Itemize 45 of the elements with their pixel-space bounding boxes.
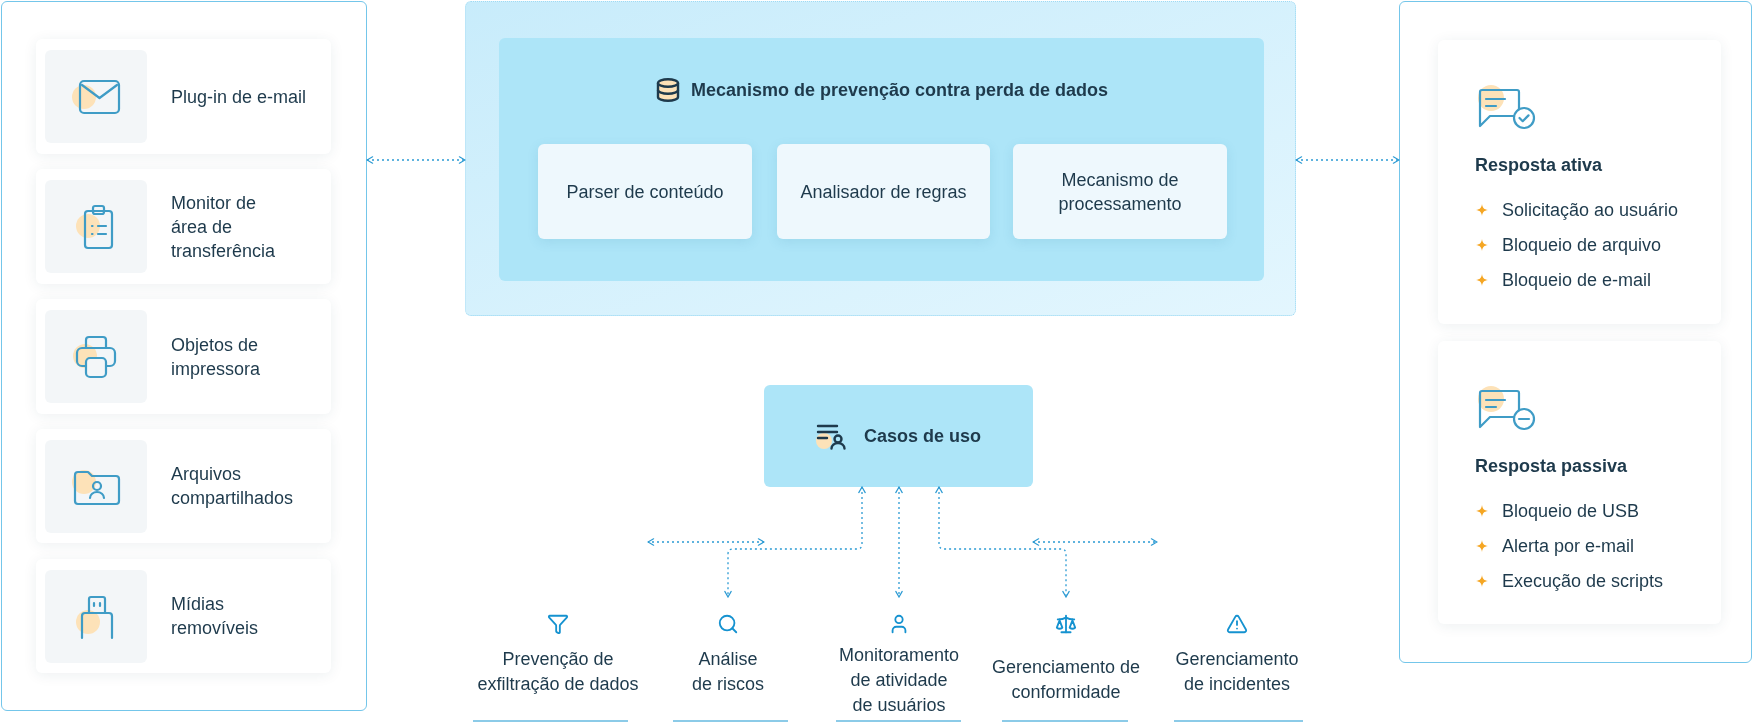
engine-panel bbox=[499, 38, 1264, 281]
source-label: Mídias removíveis bbox=[171, 593, 260, 640]
use-case-label: Prevenção de exfiltração de dados bbox=[477, 649, 639, 694]
use-case-label: Monitoramento de atividade de usuários bbox=[838, 645, 960, 715]
outlined-panel bbox=[1399, 1, 1752, 663]
highlight-panel bbox=[465, 1, 1296, 316]
source-card bbox=[36, 299, 331, 414]
source-card bbox=[36, 429, 331, 543]
connector-arrow bbox=[1295, 156, 1400, 164]
connector-arrow bbox=[366, 156, 466, 164]
use-case-box bbox=[764, 385, 1033, 487]
list-item-text: Execução de scripts bbox=[1502, 570, 1664, 593]
connector-arrow bbox=[1032, 538, 1158, 546]
module-label: Parser de conteúdo bbox=[566, 180, 724, 204]
connector-arrow bbox=[647, 538, 765, 546]
source-card bbox=[36, 559, 331, 673]
source-card bbox=[36, 169, 331, 284]
module-label: Analisador de regras bbox=[800, 180, 967, 204]
card-heading: Resposta passiva bbox=[1475, 455, 1629, 478]
connector-arrow bbox=[895, 486, 903, 598]
source-label: Plug-in de e-mail bbox=[171, 85, 308, 109]
list-item-text: Bloqueio de e-mail bbox=[1502, 269, 1652, 292]
list-item-text: Bloqueio de USB bbox=[1502, 500, 1640, 523]
response-card bbox=[1438, 341, 1721, 624]
response-card bbox=[1438, 40, 1721, 324]
use-case-label: Análise de riscos bbox=[692, 649, 764, 694]
outlined-panel bbox=[1, 1, 367, 711]
list-item-text: Alerta por e-mail bbox=[1502, 535, 1635, 558]
source-label: Arquivos compartilhados bbox=[171, 463, 295, 510]
engine-title: Mecanismo de prevenção contra perda de dados bbox=[690, 79, 1109, 102]
connector-arrow bbox=[724, 486, 866, 598]
source-label: Objetos de impressora bbox=[171, 333, 262, 381]
source-label: Monitor de área de transferência bbox=[171, 191, 277, 263]
module-label: Mecanismo de processamento bbox=[1057, 168, 1183, 216]
connector-arrow bbox=[935, 486, 1070, 598]
source-card bbox=[36, 39, 331, 154]
use-case-label: Gerenciamento de incidentes bbox=[1175, 649, 1299, 694]
list-item-text: Solicitação ao usuário bbox=[1502, 199, 1679, 222]
module-card bbox=[777, 144, 990, 239]
hub-title: Casos de uso bbox=[863, 425, 981, 448]
card-heading: Resposta ativa bbox=[1475, 154, 1604, 177]
list-item-text: Bloqueio de arquivo bbox=[1502, 234, 1662, 257]
use-case-label: Gerenciamento de conformidade bbox=[991, 657, 1141, 702]
module-card bbox=[1013, 144, 1227, 239]
module-card bbox=[538, 144, 752, 239]
